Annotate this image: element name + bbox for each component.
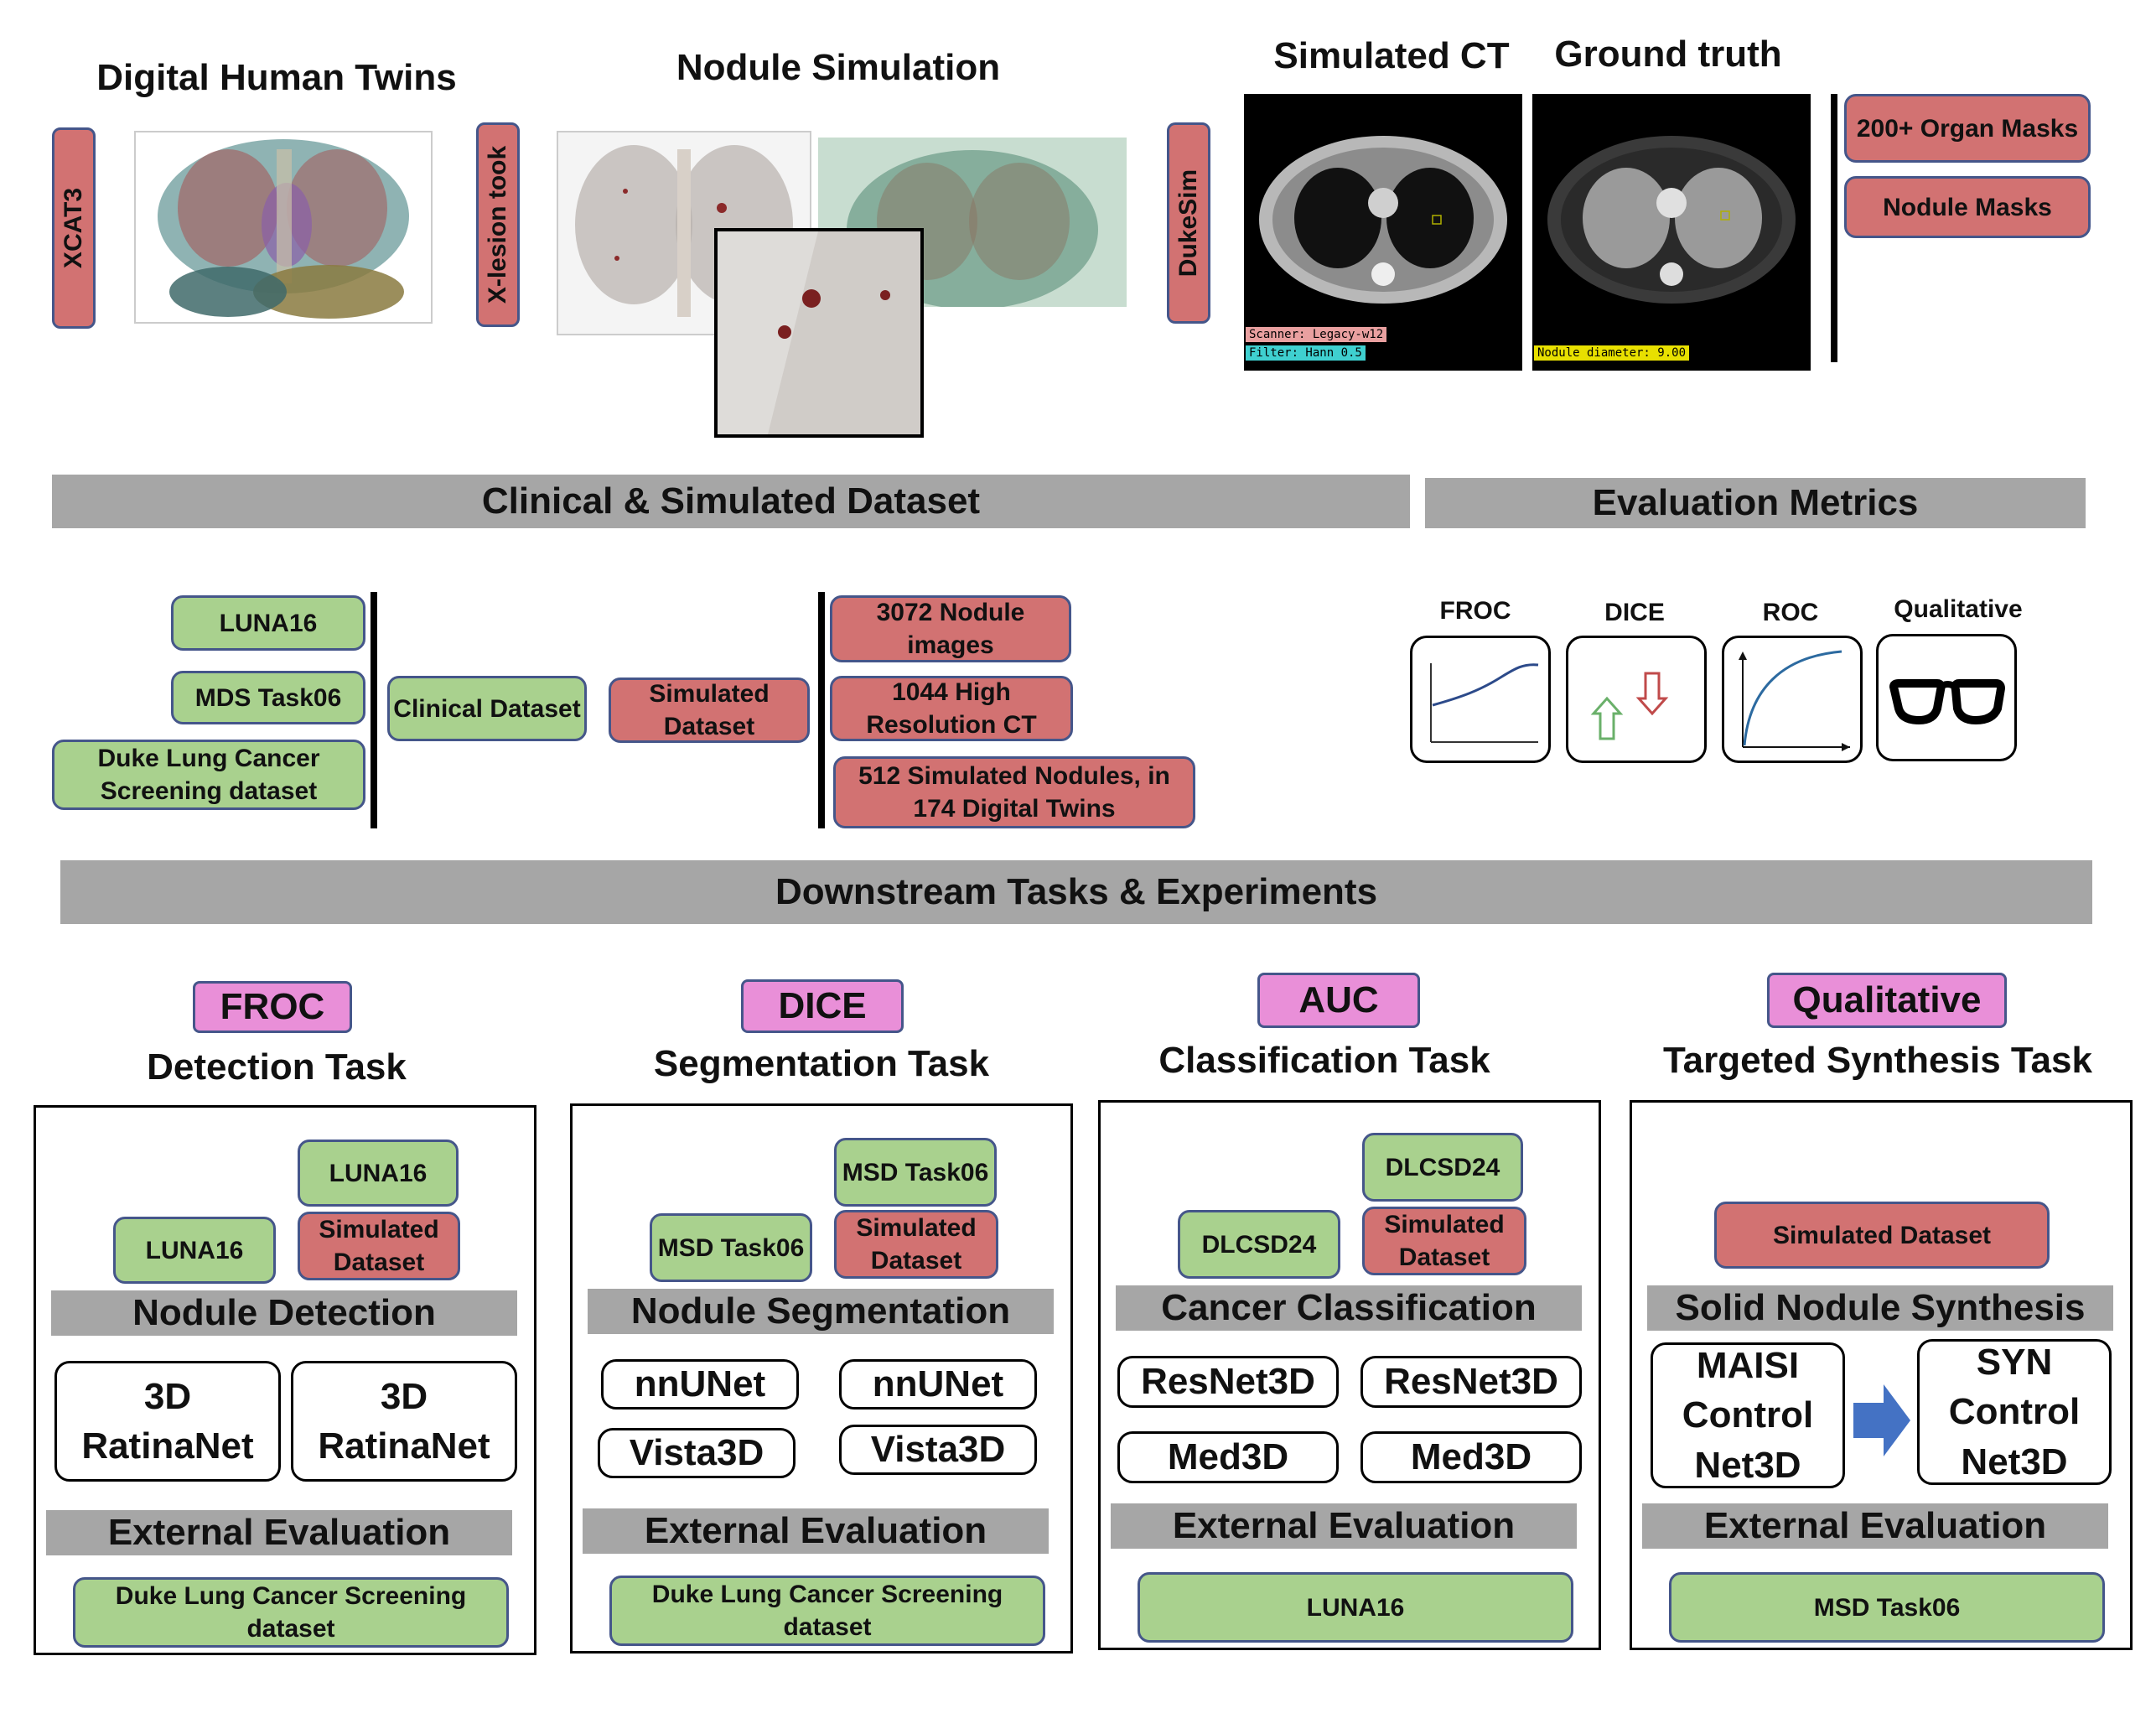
scanner-tag: Scanner: Legacy-w12	[1246, 327, 1387, 342]
mask-slice-image	[1547, 136, 1796, 304]
segmentation-model-vista-a: Vista3D	[598, 1428, 796, 1478]
segmentation-external-dataset: Duke Lung Cancer Screening dataset	[609, 1576, 1045, 1646]
simulated-dataset-box: Simulated Dataset	[609, 678, 810, 743]
nodule-images-box: 3072 Nodule images	[830, 595, 1071, 662]
detection-input-luna16: LUNA16	[113, 1217, 276, 1284]
simulated-divider	[818, 592, 825, 828]
mask-divider	[1831, 94, 1837, 362]
ground-truth-image: Nodule diameter: 9.00	[1532, 94, 1811, 371]
simulated-nodules-box: 512 Simulated Nodules, in 174 Digital Tw…	[833, 756, 1195, 828]
segmentation-input-msd-top: MSD Task06	[834, 1138, 997, 1207]
synthesis-external-bar: External Evaluation	[1642, 1503, 2108, 1549]
classification-model-med3d-b: Med3D	[1360, 1431, 1582, 1483]
detection-panel: LUNA16 LUNA16 Simulated Dataset Nodule D…	[34, 1105, 536, 1655]
segmentation-input-msd: MSD Task06	[650, 1213, 812, 1282]
nodule-segmentation-bar: Nodule Segmentation	[588, 1289, 1054, 1334]
cancer-classification-bar: Cancer Classification	[1116, 1285, 1582, 1331]
segmentation-panel: MSD Task06 MSD Task06 Simulated Dataset …	[570, 1103, 1073, 1654]
nodule-simulation-title: Nodule Simulation	[676, 47, 1001, 88]
nodule-zoom-image	[718, 231, 920, 434]
clinical-divider	[371, 592, 377, 828]
clinical-dataset-box: Clinical Dataset	[387, 676, 587, 741]
classification-model-med3d-a: Med3D	[1117, 1431, 1339, 1483]
metric-dice-label: DICE	[1604, 599, 1665, 626]
downstream-section-bar: Downstream Tasks & Experiments	[60, 860, 2092, 924]
metrics-section-bar: Evaluation Metrics	[1425, 478, 2086, 528]
classification-input-dlcsd: DLCSD24	[1178, 1210, 1340, 1279]
detection-task-title: Detection Task	[147, 1046, 407, 1088]
auc-badge: AUC	[1257, 973, 1420, 1028]
dice-badge: DICE	[741, 979, 904, 1033]
nodule-zoom-inset	[714, 228, 924, 438]
roc-icon	[1722, 636, 1863, 763]
froc-badge: FROC	[193, 981, 352, 1033]
segmentation-task-title: Segmentation Task	[653, 1043, 990, 1084]
digital-twin-render	[134, 131, 433, 324]
synthesis-task-title: Targeted Synthesis Task	[1663, 1040, 2092, 1081]
metric-roc-label: ROC	[1762, 599, 1819, 626]
glasses-icon	[1876, 634, 2017, 761]
detection-model-a: 3D RatinaNet	[54, 1361, 281, 1482]
simulated-ct-image: Scanner: Legacy-w12 Filter: Hann 0.5	[1244, 94, 1522, 371]
nodule-masks-box: Nodule Masks	[1844, 176, 2091, 238]
detection-external-dataset: Duke Lung Cancer Screening dataset	[73, 1577, 509, 1648]
xlesion-tag: X-lesion took	[476, 122, 520, 327]
classification-task-title: Classification Task	[1158, 1040, 1490, 1081]
ct-slice-image	[1259, 136, 1507, 304]
classification-panel: DLCSD24 DLCSD24 Simulated Dataset Cancer…	[1098, 1100, 1601, 1650]
dataset-duke-lung: Duke Lung Cancer Screening dataset	[52, 740, 365, 810]
synthesis-input-simulated: Simulated Dataset	[1714, 1202, 2050, 1269]
synthesis-panel: Simulated Dataset Solid Nodule Synthesis…	[1630, 1100, 2133, 1650]
segmentation-input-simulated: Simulated Dataset	[834, 1210, 998, 1279]
classification-model-resnet-b: ResNet3D	[1360, 1356, 1582, 1408]
xcat3-tag: XCAT3	[52, 127, 96, 329]
classification-external-bar: External Evaluation	[1111, 1503, 1577, 1549]
digital-twins-title: Digital Human Twins	[96, 57, 457, 98]
detection-model-b: 3D RatinaNet	[291, 1361, 517, 1482]
filter-tag: Filter: Hann 0.5	[1246, 345, 1366, 361]
dataset-luna16: LUNA16	[171, 595, 365, 651]
organ-masks-box: 200+ Organ Masks	[1844, 94, 2091, 163]
dataset-section-bar: Clinical & Simulated Dataset	[52, 475, 1410, 528]
segmentation-model-nnunet-a: nnUNet	[601, 1359, 799, 1410]
ground-truth-title: Ground truth	[1554, 34, 1782, 75]
synthesis-model-syn: SYN Control Net3D	[1917, 1339, 2112, 1485]
classification-input-dlcsd-top: DLCSD24	[1362, 1133, 1523, 1202]
segmentation-external-bar: External Evaluation	[583, 1508, 1049, 1554]
solid-nodule-synthesis-bar: Solid Nodule Synthesis	[1647, 1285, 2113, 1331]
synthesis-arrow-icon	[1853, 1384, 1910, 1456]
simulated-ct-title: Simulated CT	[1273, 35, 1510, 76]
qualitative-badge: Qualitative	[1767, 973, 2007, 1028]
high-res-ct-box: 1044 High Resolution CT	[830, 676, 1073, 741]
detection-external-bar: External Evaluation	[46, 1510, 512, 1555]
classification-input-simulated: Simulated Dataset	[1362, 1207, 1526, 1275]
dukesim-tag: DukeSim	[1167, 122, 1210, 324]
synthesis-external-dataset: MSD Task06	[1669, 1572, 2105, 1643]
synthesis-model-maisi: MAISI Control Net3D	[1651, 1342, 1845, 1488]
segmentation-model-nnunet-b: nnUNet	[839, 1359, 1037, 1410]
dataset-mds-task06: MDS Task06	[171, 671, 365, 724]
classification-model-resnet-a: ResNet3D	[1117, 1356, 1339, 1408]
dice-icon	[1566, 636, 1707, 763]
detection-input-simulated: Simulated Dataset	[298, 1212, 460, 1280]
metric-froc-label: FROC	[1439, 597, 1511, 625]
nodule-detection-bar: Nodule Detection	[51, 1290, 517, 1336]
torso-render-image	[136, 132, 431, 322]
detection-input-luna16-top: LUNA16	[298, 1140, 459, 1207]
classification-external-dataset: LUNA16	[1138, 1572, 1573, 1643]
metric-qualitative-label: Qualitative	[1894, 595, 2023, 623]
segmentation-model-vista-b: Vista3D	[839, 1425, 1037, 1475]
froc-icon	[1410, 636, 1551, 763]
lung-render-image	[575, 145, 793, 317]
nodule-diameter-tag: Nodule diameter: 9.00	[1534, 345, 1690, 361]
